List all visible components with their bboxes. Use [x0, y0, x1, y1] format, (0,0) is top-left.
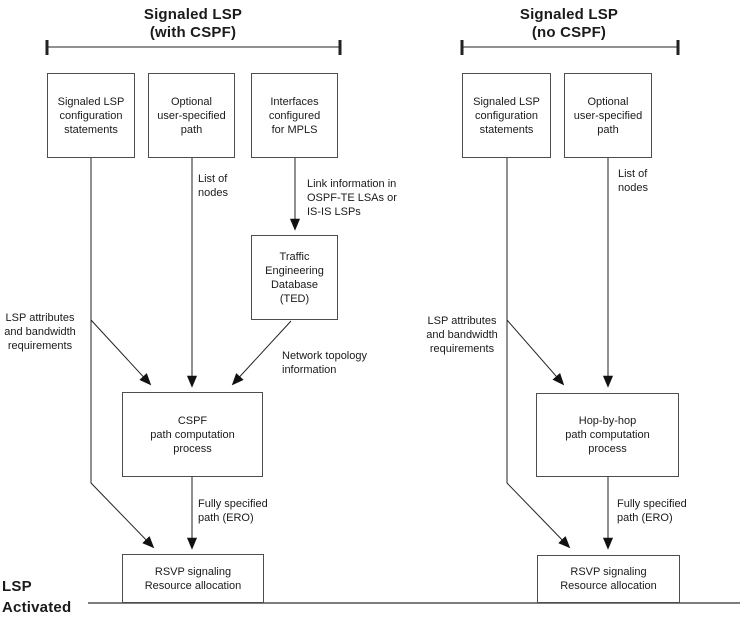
left-diagram-title: Signaled LSP (with CSPF) [143, 6, 243, 41]
left-config-statements-box: Signaled LSP configuration statements [47, 73, 135, 158]
left-rsvp-box: RSVP signaling Resource allocation [122, 554, 264, 603]
arrow-attributes-to-cspf [90, 319, 152, 386]
left-optional-path-box: Optional user-specified path [148, 73, 235, 158]
mpls-interfaces-box: Interfaces configured for MPLS [251, 73, 338, 158]
cspf-process-box: CSPF path computation process [122, 392, 263, 477]
left-lsp-attributes-label: LSP attributes and bandwidth requirement… [4, 312, 76, 352]
right-lsp-attributes-label: LSP attributes and bandwidth requirement… [426, 315, 498, 355]
arrow-config-to-rsvp-right [506, 158, 571, 549]
left-bracket [45, 40, 342, 55]
hop-by-hop-process-box: Hop-by-hop path computation process [536, 393, 679, 477]
right-rsvp-box: RSVP signaling Resource allocation [537, 555, 680, 603]
arrow-ted-to-cspf [231, 320, 292, 386]
right-fully-specified-label: Fully specified path (ERO) [617, 498, 687, 524]
right-optional-path-box: Optional user-specified path [564, 73, 652, 158]
right-diagram-title: Signaled LSP (no CSPF) [519, 6, 619, 41]
left-list-of-nodes-label: List of nodes [198, 173, 228, 199]
left-fully-specified-label: Fully specified path (ERO) [198, 498, 268, 524]
right-bracket [460, 40, 680, 55]
right-config-statements-box: Signaled LSP configuration statements [462, 73, 551, 158]
ted-box: Traffic Engineering Database (TED) [251, 235, 338, 320]
link-information-label: Link information in OSPF-TE LSAs or IS-I… [307, 178, 397, 218]
arrow-config-to-rsvp-left [90, 158, 155, 549]
lsp-activated-label: LSP Activated [2, 578, 72, 616]
network-topology-label: Network topology information [282, 350, 367, 376]
arrow-attributes-to-hop [506, 319, 565, 386]
right-list-of-nodes-label: List of nodes [618, 168, 648, 194]
